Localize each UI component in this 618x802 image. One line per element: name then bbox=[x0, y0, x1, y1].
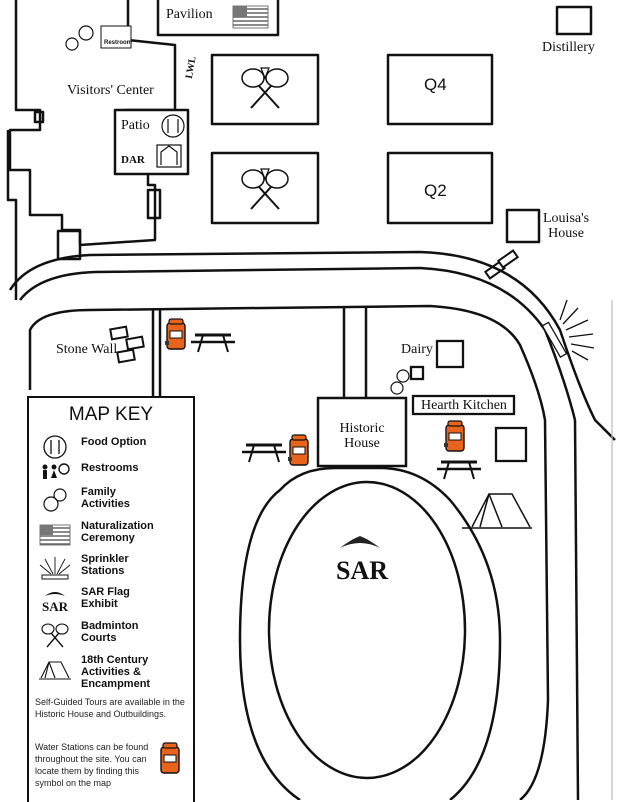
distillery-label: Distillery bbox=[542, 40, 595, 55]
tent-icon bbox=[39, 661, 71, 680]
stone-wall-label: Stone Wall bbox=[56, 342, 118, 357]
historic-house-label: Historic House bbox=[339, 421, 385, 451]
key-label-sar-flag: SAR Flag Exhibit bbox=[81, 586, 130, 610]
dairy-label: Dairy bbox=[401, 342, 433, 357]
key-label-sprinkler: Sprinkler Stations bbox=[81, 553, 129, 577]
louisas-house-label: Louisa's House bbox=[543, 211, 590, 241]
water-note: Water Stations can be found throughout t… bbox=[35, 742, 149, 788]
dar-label: DAR bbox=[121, 154, 145, 166]
key-label-food: Food Option bbox=[81, 436, 147, 448]
visitors-center-label: Visitors' Center bbox=[67, 83, 154, 98]
tours-note: Self-Guided Tours are available in the H… bbox=[35, 697, 185, 719]
family-icon bbox=[43, 488, 67, 512]
map-key-panel: MAP KEY Food Option Restrooms Family Act… bbox=[27, 396, 195, 802]
patio-label: Patio bbox=[121, 118, 150, 133]
flag-icon bbox=[39, 524, 71, 546]
svg-text:SAR: SAR bbox=[42, 599, 69, 614]
sar-icon: SAR bbox=[42, 592, 69, 614]
restroom-icon bbox=[42, 463, 70, 479]
restroom-sign-label: Restroom bbox=[104, 40, 133, 46]
sar-logo: SAR bbox=[336, 556, 389, 585]
badminton-icon bbox=[41, 623, 69, 648]
key-label-family: Family Activities bbox=[81, 486, 130, 510]
food-icon bbox=[43, 435, 67, 459]
court-q4-label: Q4 bbox=[424, 75, 447, 94]
key-label-naturalization: Naturalization Ceremony bbox=[81, 520, 154, 544]
sprinkler-icon bbox=[39, 557, 71, 580]
key-label-encampment: 18th Century Activities & Encampment bbox=[81, 654, 151, 690]
key-label-restrooms: Restrooms bbox=[81, 462, 139, 474]
pavilion-label: Pavilion bbox=[166, 7, 213, 22]
key-label-badminton: Badminton Courts bbox=[81, 620, 139, 644]
hearth-kitchen-label: Hearth Kitchen bbox=[421, 398, 507, 413]
water-station-icon bbox=[160, 742, 180, 774]
court-q2-label: Q2 bbox=[424, 181, 447, 200]
map-key-title: MAP KEY bbox=[68, 404, 154, 425]
